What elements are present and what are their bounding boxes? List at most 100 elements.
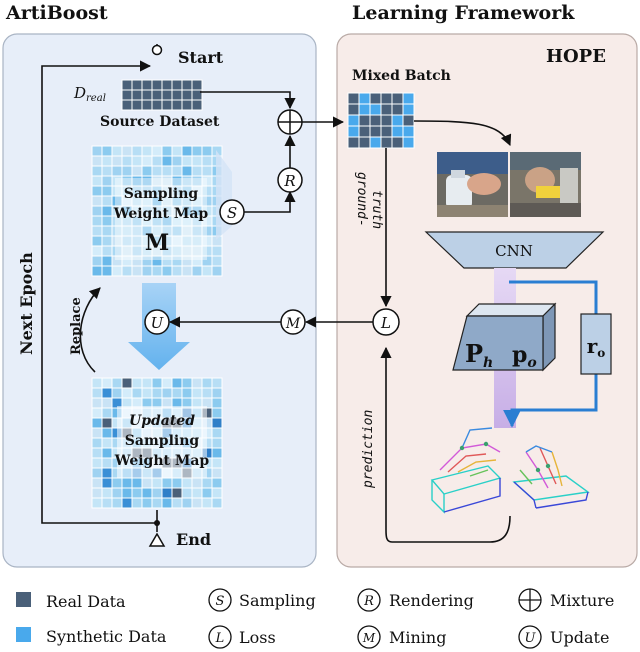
batch-cell bbox=[358, 136, 371, 149]
weight-cell bbox=[151, 477, 163, 489]
legend-update-icon-label: U bbox=[525, 631, 537, 646]
source-cell bbox=[121, 89, 133, 101]
weight-cell bbox=[101, 467, 113, 479]
source-cell bbox=[161, 99, 173, 111]
batch-cell bbox=[369, 114, 382, 127]
legend-sampling-icon-label: S bbox=[216, 594, 225, 609]
legend-real-swatch bbox=[16, 592, 31, 607]
weight-cell bbox=[101, 477, 113, 489]
weight-cell bbox=[181, 155, 193, 167]
mixed-batch-label: Mixed Batch bbox=[352, 68, 451, 84]
weight-cell bbox=[191, 165, 203, 177]
weight-cell bbox=[91, 235, 103, 247]
weight-cell bbox=[191, 487, 203, 499]
weight-cell bbox=[131, 265, 143, 277]
weight-cell bbox=[151, 155, 163, 167]
weight-cell bbox=[91, 487, 103, 499]
source-cell bbox=[171, 89, 183, 101]
batch-to-images-arrow bbox=[413, 120, 512, 147]
weight-cell bbox=[101, 255, 113, 267]
hand-object-prediction-2 bbox=[512, 445, 590, 509]
weight-cell bbox=[151, 145, 163, 157]
weight-cell bbox=[171, 265, 183, 277]
weight-cell bbox=[91, 145, 103, 157]
weight-cell bbox=[131, 387, 143, 399]
weight-cell bbox=[201, 477, 213, 489]
weight-cell bbox=[131, 487, 143, 499]
weight-cell bbox=[131, 377, 143, 389]
batch-cell bbox=[380, 92, 393, 105]
weight-cell bbox=[141, 265, 153, 277]
updated-map-label-2: Sampling bbox=[125, 433, 200, 449]
legend-rendering-icon bbox=[357, 588, 381, 612]
batch-cell bbox=[347, 125, 360, 138]
batch-cell bbox=[380, 114, 393, 127]
weight-cell bbox=[201, 265, 213, 277]
weight-cell bbox=[181, 387, 193, 399]
weight-cell bbox=[211, 387, 223, 399]
weight-cell bbox=[101, 397, 113, 409]
weight-cell bbox=[151, 165, 163, 177]
weight-cell bbox=[101, 427, 113, 439]
weight-cell bbox=[211, 447, 223, 459]
weight-cell bbox=[211, 417, 223, 429]
batch-cell bbox=[369, 125, 382, 138]
weight-cell bbox=[91, 457, 103, 469]
weight-cell bbox=[171, 497, 183, 509]
batch-cell bbox=[402, 136, 415, 149]
weight-cell bbox=[171, 487, 183, 499]
source-cell bbox=[131, 99, 143, 111]
weight-cell bbox=[91, 265, 103, 277]
weight-cell bbox=[121, 497, 133, 509]
batch-cell bbox=[391, 103, 404, 116]
weight-cell bbox=[101, 387, 113, 399]
start-node bbox=[151, 44, 163, 56]
weight-cell bbox=[171, 387, 183, 399]
weight-cell bbox=[101, 195, 113, 207]
weight-cell bbox=[101, 205, 113, 217]
po-label: po bbox=[512, 342, 537, 371]
batch-cell bbox=[391, 136, 404, 149]
source-dataset-label: Source Dataset bbox=[100, 114, 220, 130]
weight-cell bbox=[91, 165, 103, 177]
weight-cell bbox=[91, 447, 103, 459]
weight-cell bbox=[141, 487, 153, 499]
weight-cell bbox=[211, 245, 223, 257]
weight-cell bbox=[121, 387, 133, 399]
input-image-1 bbox=[437, 152, 508, 217]
legend-update-label: Update bbox=[550, 628, 609, 647]
legend-mixture-icon bbox=[518, 588, 542, 612]
weight-cell bbox=[161, 377, 173, 389]
learning-framework-title: Learning Framework bbox=[352, 2, 575, 24]
batch-cell bbox=[380, 125, 393, 138]
end-label: End bbox=[176, 530, 211, 549]
batch-cell bbox=[347, 114, 360, 127]
weight-cell bbox=[151, 497, 163, 509]
source-cell bbox=[121, 99, 133, 111]
weight-cell bbox=[121, 145, 133, 157]
weight-cell bbox=[161, 165, 173, 177]
end-node bbox=[148, 532, 166, 547]
weight-cell bbox=[91, 477, 103, 489]
source-cell bbox=[191, 79, 203, 91]
legend-mining-icon bbox=[357, 625, 381, 649]
sampling-weight-map bbox=[91, 145, 223, 277]
source-cell bbox=[171, 99, 183, 111]
batch-cell bbox=[391, 92, 404, 105]
batch-cell bbox=[380, 136, 393, 149]
weight-cell bbox=[111, 377, 123, 389]
weight-cell bbox=[121, 377, 133, 389]
weight-cell bbox=[101, 457, 113, 469]
weight-cell bbox=[101, 437, 113, 449]
weight-cell bbox=[211, 477, 223, 489]
weight-cell bbox=[101, 407, 113, 419]
weight-cell bbox=[91, 387, 103, 399]
batch-cell bbox=[347, 92, 360, 105]
weight-cell bbox=[141, 377, 153, 389]
source-cell bbox=[151, 89, 163, 101]
weight-cell bbox=[111, 487, 123, 499]
weight-cell bbox=[181, 487, 193, 499]
weight-cell bbox=[121, 487, 133, 499]
batch-cell bbox=[358, 114, 371, 127]
weight-cell bbox=[141, 155, 153, 167]
